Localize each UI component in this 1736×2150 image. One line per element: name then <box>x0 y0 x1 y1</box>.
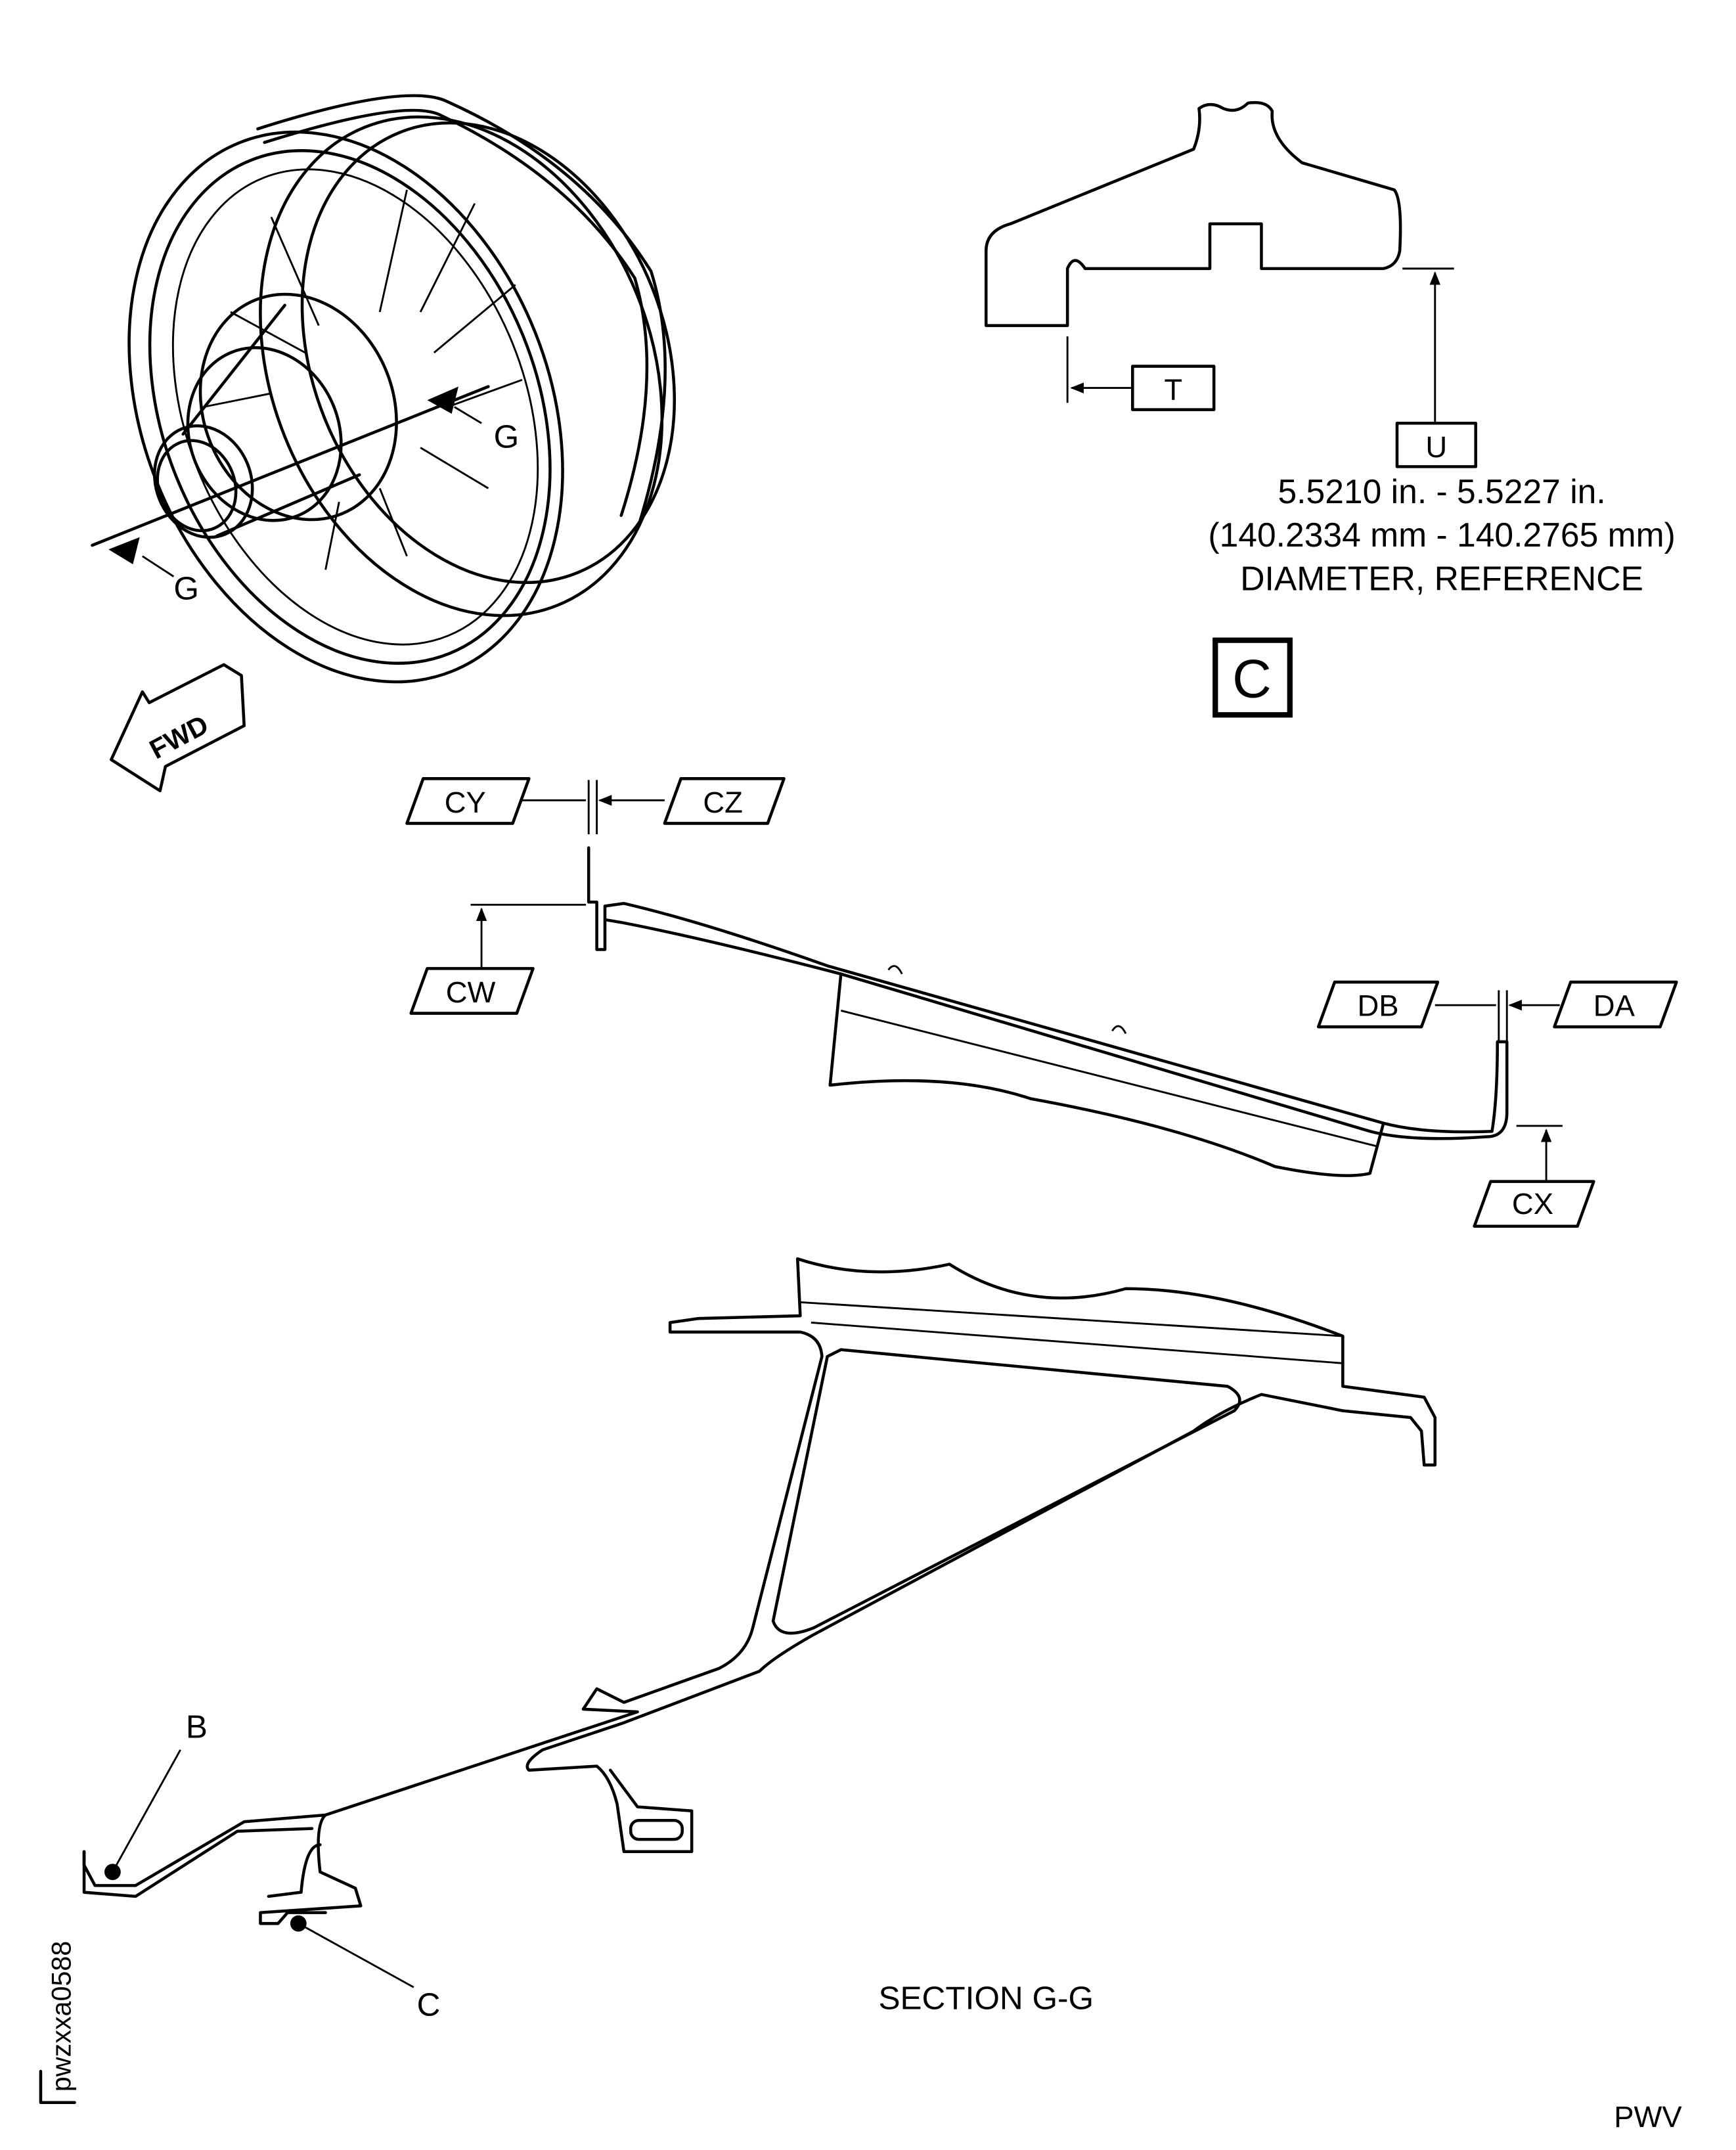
datum-u-label: U <box>1425 430 1447 464</box>
dimension-note: DIAMETER, REFERENCE <box>1240 559 1643 597</box>
label-cz: CZ <box>703 786 743 819</box>
label-db: DB <box>1357 989 1398 1023</box>
section-arrow-icon <box>108 537 140 565</box>
detail-c: T U 5.5210 in. - 5.5227 in. (140.2334 mm… <box>984 101 1676 718</box>
forward-arrow-icon: FWD <box>110 663 246 793</box>
callout-c: C <box>417 1986 441 2023</box>
section-label-g-lower: G <box>173 570 199 607</box>
figure-id-bracket <box>39 2069 76 2105</box>
forward-label: FWD <box>145 709 213 765</box>
engine-case-illustration: G G FWD <box>91 94 677 793</box>
callout-b: B <box>186 1708 208 1745</box>
detail-letter: C <box>1232 648 1272 709</box>
figure-id: pwzxxa0588 <box>46 1941 76 2092</box>
detail-letter-box <box>1213 637 1293 718</box>
callout-c-dot <box>290 1915 307 1932</box>
dimension-mm: (140.2334 mm - 140.2765 mm) <box>1208 516 1675 554</box>
label-cx: CX <box>1512 1187 1553 1221</box>
dimension-inch: 5.5210 in. - 5.5227 in. <box>1278 472 1605 510</box>
section-label-g-upper: G <box>494 418 520 455</box>
section-arrow-icon <box>427 386 458 414</box>
label-cy: CY <box>445 786 486 819</box>
section-line <box>91 385 490 547</box>
detail-c-profile <box>984 101 1402 327</box>
label-cw: CW <box>446 975 496 1009</box>
label-da: DA <box>1593 989 1636 1023</box>
footer-code: PWV <box>1614 2100 1682 2134</box>
datum-t-label: T <box>1164 373 1182 407</box>
section-g-g: B C SECTION G-G <box>82 1257 1437 2023</box>
flange-section: CY CZ CW DB DA CX <box>405 777 1678 1228</box>
datum-u-box <box>1395 422 1477 468</box>
section-title: SECTION G-G <box>878 1979 1094 2016</box>
datum-t-box <box>1131 365 1216 411</box>
